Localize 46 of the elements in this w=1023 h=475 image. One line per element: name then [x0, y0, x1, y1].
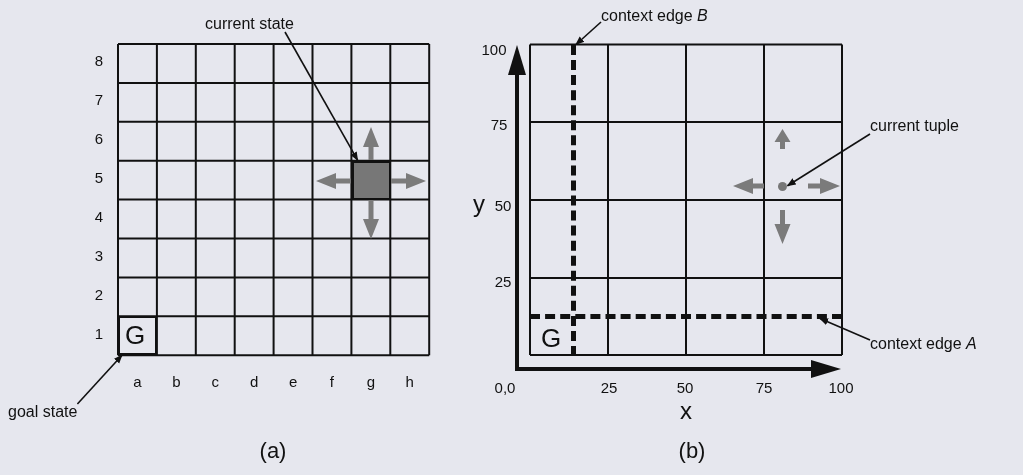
- callout-label: goal state: [8, 404, 78, 420]
- callout-label: current state: [205, 16, 294, 32]
- row-number: 2: [94, 286, 104, 302]
- leader-line: [76, 354, 123, 405]
- axis-title: y: [473, 192, 485, 216]
- tick-label: 100: [481, 41, 507, 57]
- leader-line: [786, 133, 871, 187]
- grid-cell: [118, 316, 157, 356]
- tick-label: 50: [676, 379, 694, 395]
- point-marker: [778, 181, 787, 191]
- column-letter: d: [249, 373, 259, 389]
- column-letter: h: [405, 373, 414, 389]
- row-number: 4: [94, 208, 104, 224]
- column-letter: a: [133, 373, 142, 389]
- goal-letter: G: [125, 322, 146, 349]
- tick-label: 25: [494, 273, 512, 289]
- row-number: 6: [94, 130, 104, 146]
- tick-label: 75: [490, 116, 508, 132]
- column-letter: g: [366, 373, 375, 389]
- column-letter: c: [211, 373, 219, 389]
- callout-label: context edge B: [601, 8, 708, 24]
- tick-label: 25: [600, 379, 618, 395]
- dashed-line: [571, 44, 576, 356]
- callout-label: context edge A: [870, 336, 977, 352]
- axis-title: x: [680, 399, 692, 423]
- callout-label: current tuple: [870, 118, 959, 134]
- panel-caption: (a): [259, 440, 287, 462]
- tick-label: 50: [494, 197, 512, 213]
- column-letter: f: [329, 373, 334, 389]
- row-number: 8: [94, 52, 104, 68]
- leader-line: [284, 31, 359, 161]
- tick-label: 75: [755, 379, 773, 395]
- panel-caption: (b): [678, 440, 706, 462]
- column-letter: b: [172, 373, 181, 389]
- row-number: 7: [94, 91, 104, 107]
- row-number: 1: [94, 325, 104, 341]
- leader-line: [819, 317, 871, 341]
- grid-letter: G: [540, 325, 562, 351]
- dashed-line: [530, 313, 842, 319]
- row-number: 3: [94, 247, 104, 263]
- tick-label: 100: [828, 379, 854, 395]
- column-letter: e: [288, 373, 298, 389]
- row-number: 5: [94, 169, 104, 185]
- leader-line: [575, 21, 602, 46]
- tick-label: 0,0: [494, 379, 516, 395]
- shaded-grid-cell: [351, 160, 391, 200]
